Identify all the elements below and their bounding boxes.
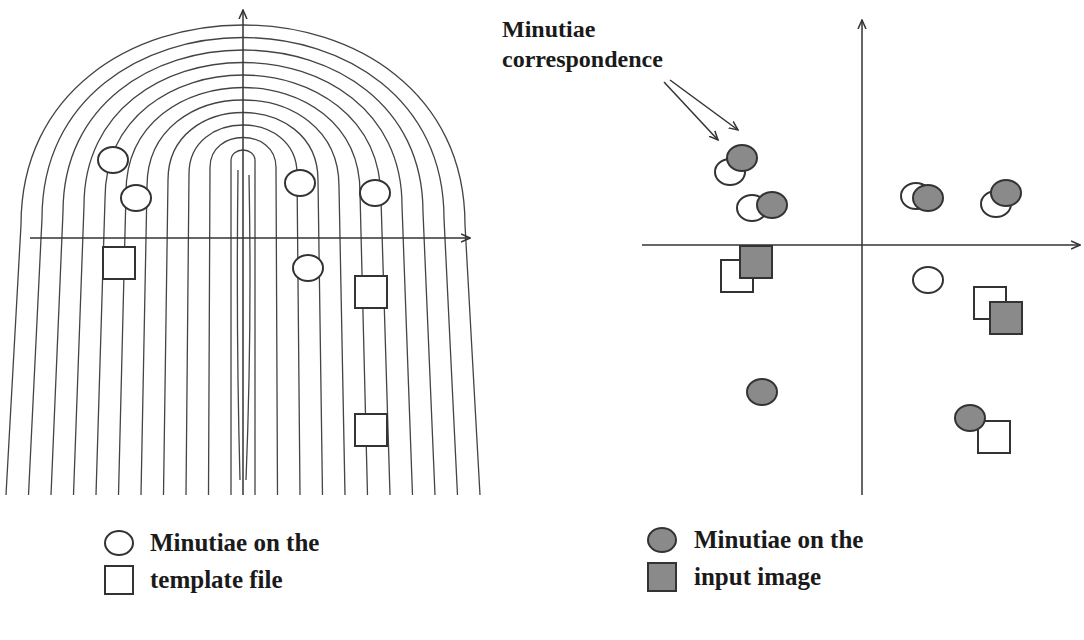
- ridge-line: [246, 175, 250, 480]
- x-axis: [642, 244, 1080, 246]
- y-axis: [861, 20, 863, 495]
- template-minutiae: [98, 147, 390, 446]
- ridge-line: [237, 170, 240, 480]
- legend-text: Minutiae on the template file: [150, 524, 355, 598]
- input-minutiae: [727, 145, 1022, 431]
- leader-arrow: [670, 80, 738, 130]
- legend-text: Minutiae on the input image: [694, 521, 899, 595]
- template-minutiae: [715, 159, 1011, 453]
- leader-arrow: [664, 82, 718, 140]
- callout-label: Minutiae correspondence: [502, 14, 717, 74]
- y-axis: [242, 10, 244, 495]
- x-axis: [30, 237, 470, 239]
